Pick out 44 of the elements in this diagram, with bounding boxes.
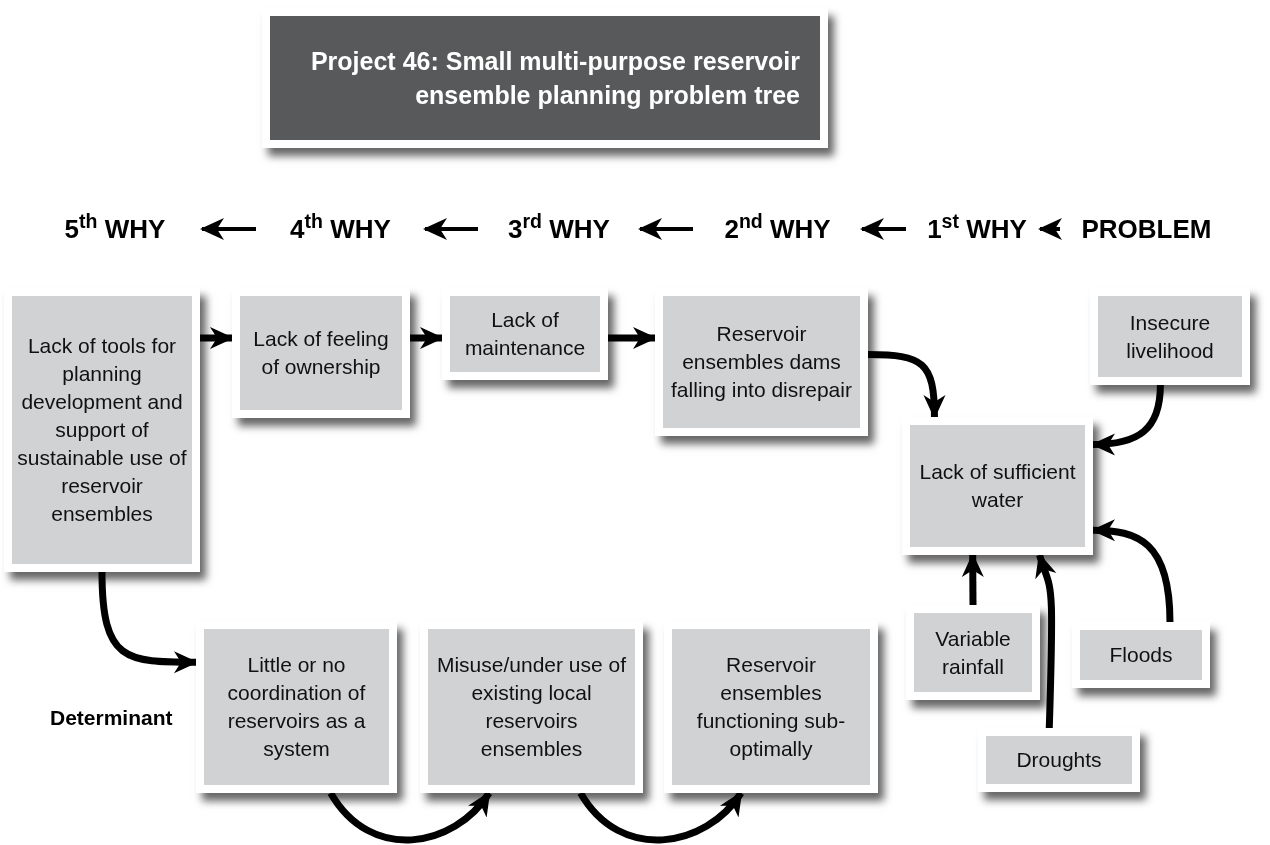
- arrow: [410, 327, 444, 349]
- cause-box: [664, 621, 878, 793]
- cause-box: [442, 288, 608, 380]
- node-text: Lack of sufficient water: [918, 459, 1077, 513]
- cause-box: [1090, 288, 1250, 385]
- node-text: Floods: [1109, 642, 1173, 668]
- node-text: Lack of tools for planning development and support of sustainable use of reservoir ensembles: [16, 333, 188, 527]
- arrow: [867, 351, 945, 419]
- node-text: Droughts: [1016, 747, 1102, 773]
- cause-box: [4, 288, 200, 572]
- node-text: Misuse/under use of existing local reservoirs ensembles: [435, 652, 628, 762]
- cause-box: [902, 417, 1093, 555]
- arrow: [638, 218, 693, 240]
- row-label: Determinant: [50, 705, 173, 731]
- arrow: [1038, 218, 1062, 240]
- cause-box: [420, 621, 643, 793]
- arrow: [200, 327, 234, 349]
- why-heading: 3$^{rd}$ WHY: [490, 208, 628, 250]
- cause-box: [906, 605, 1040, 700]
- arrow: [98, 571, 198, 674]
- why-heading: 2$^{nd}$ WHY: [705, 208, 850, 250]
- arrow: [608, 327, 657, 349]
- cause-box: [1072, 622, 1210, 688]
- title-text: Project 46: Small multi-purpose reservoir ensemble planning problem tree: [309, 46, 800, 111]
- why-heading: 5$^{th}$ WHY: [40, 208, 190, 250]
- node-text: Reservoir ensembles dams falling into disrepair: [670, 321, 853, 403]
- why-heading: 4$^{th}$ WHY: [268, 208, 413, 250]
- node-text: Reservoir ensembles functioning sub-optimally: [695, 652, 847, 762]
- why-heading: PROBLEM: [1064, 208, 1229, 250]
- node-text: Lack of maintenance: [463, 307, 587, 361]
- cause-box: [655, 288, 868, 436]
- cause-box: [978, 728, 1140, 792]
- node-text: Insecure livelihood: [1125, 309, 1215, 364]
- arrow: [860, 218, 906, 240]
- node-text: Variable rainfall: [934, 625, 1012, 680]
- arrow: [961, 553, 984, 606]
- node-text: Lack of feeling of ownership: [252, 326, 390, 380]
- cause-box: [196, 621, 397, 793]
- cause-box: [232, 288, 410, 418]
- arrow: [423, 218, 478, 240]
- arrow: [1035, 553, 1057, 729]
- why-heading: 1$^{st}$ WHY: [918, 208, 1036, 250]
- node-text: Little or no coordination of reservoirs as a system: [226, 652, 367, 762]
- arrow: [200, 218, 256, 240]
